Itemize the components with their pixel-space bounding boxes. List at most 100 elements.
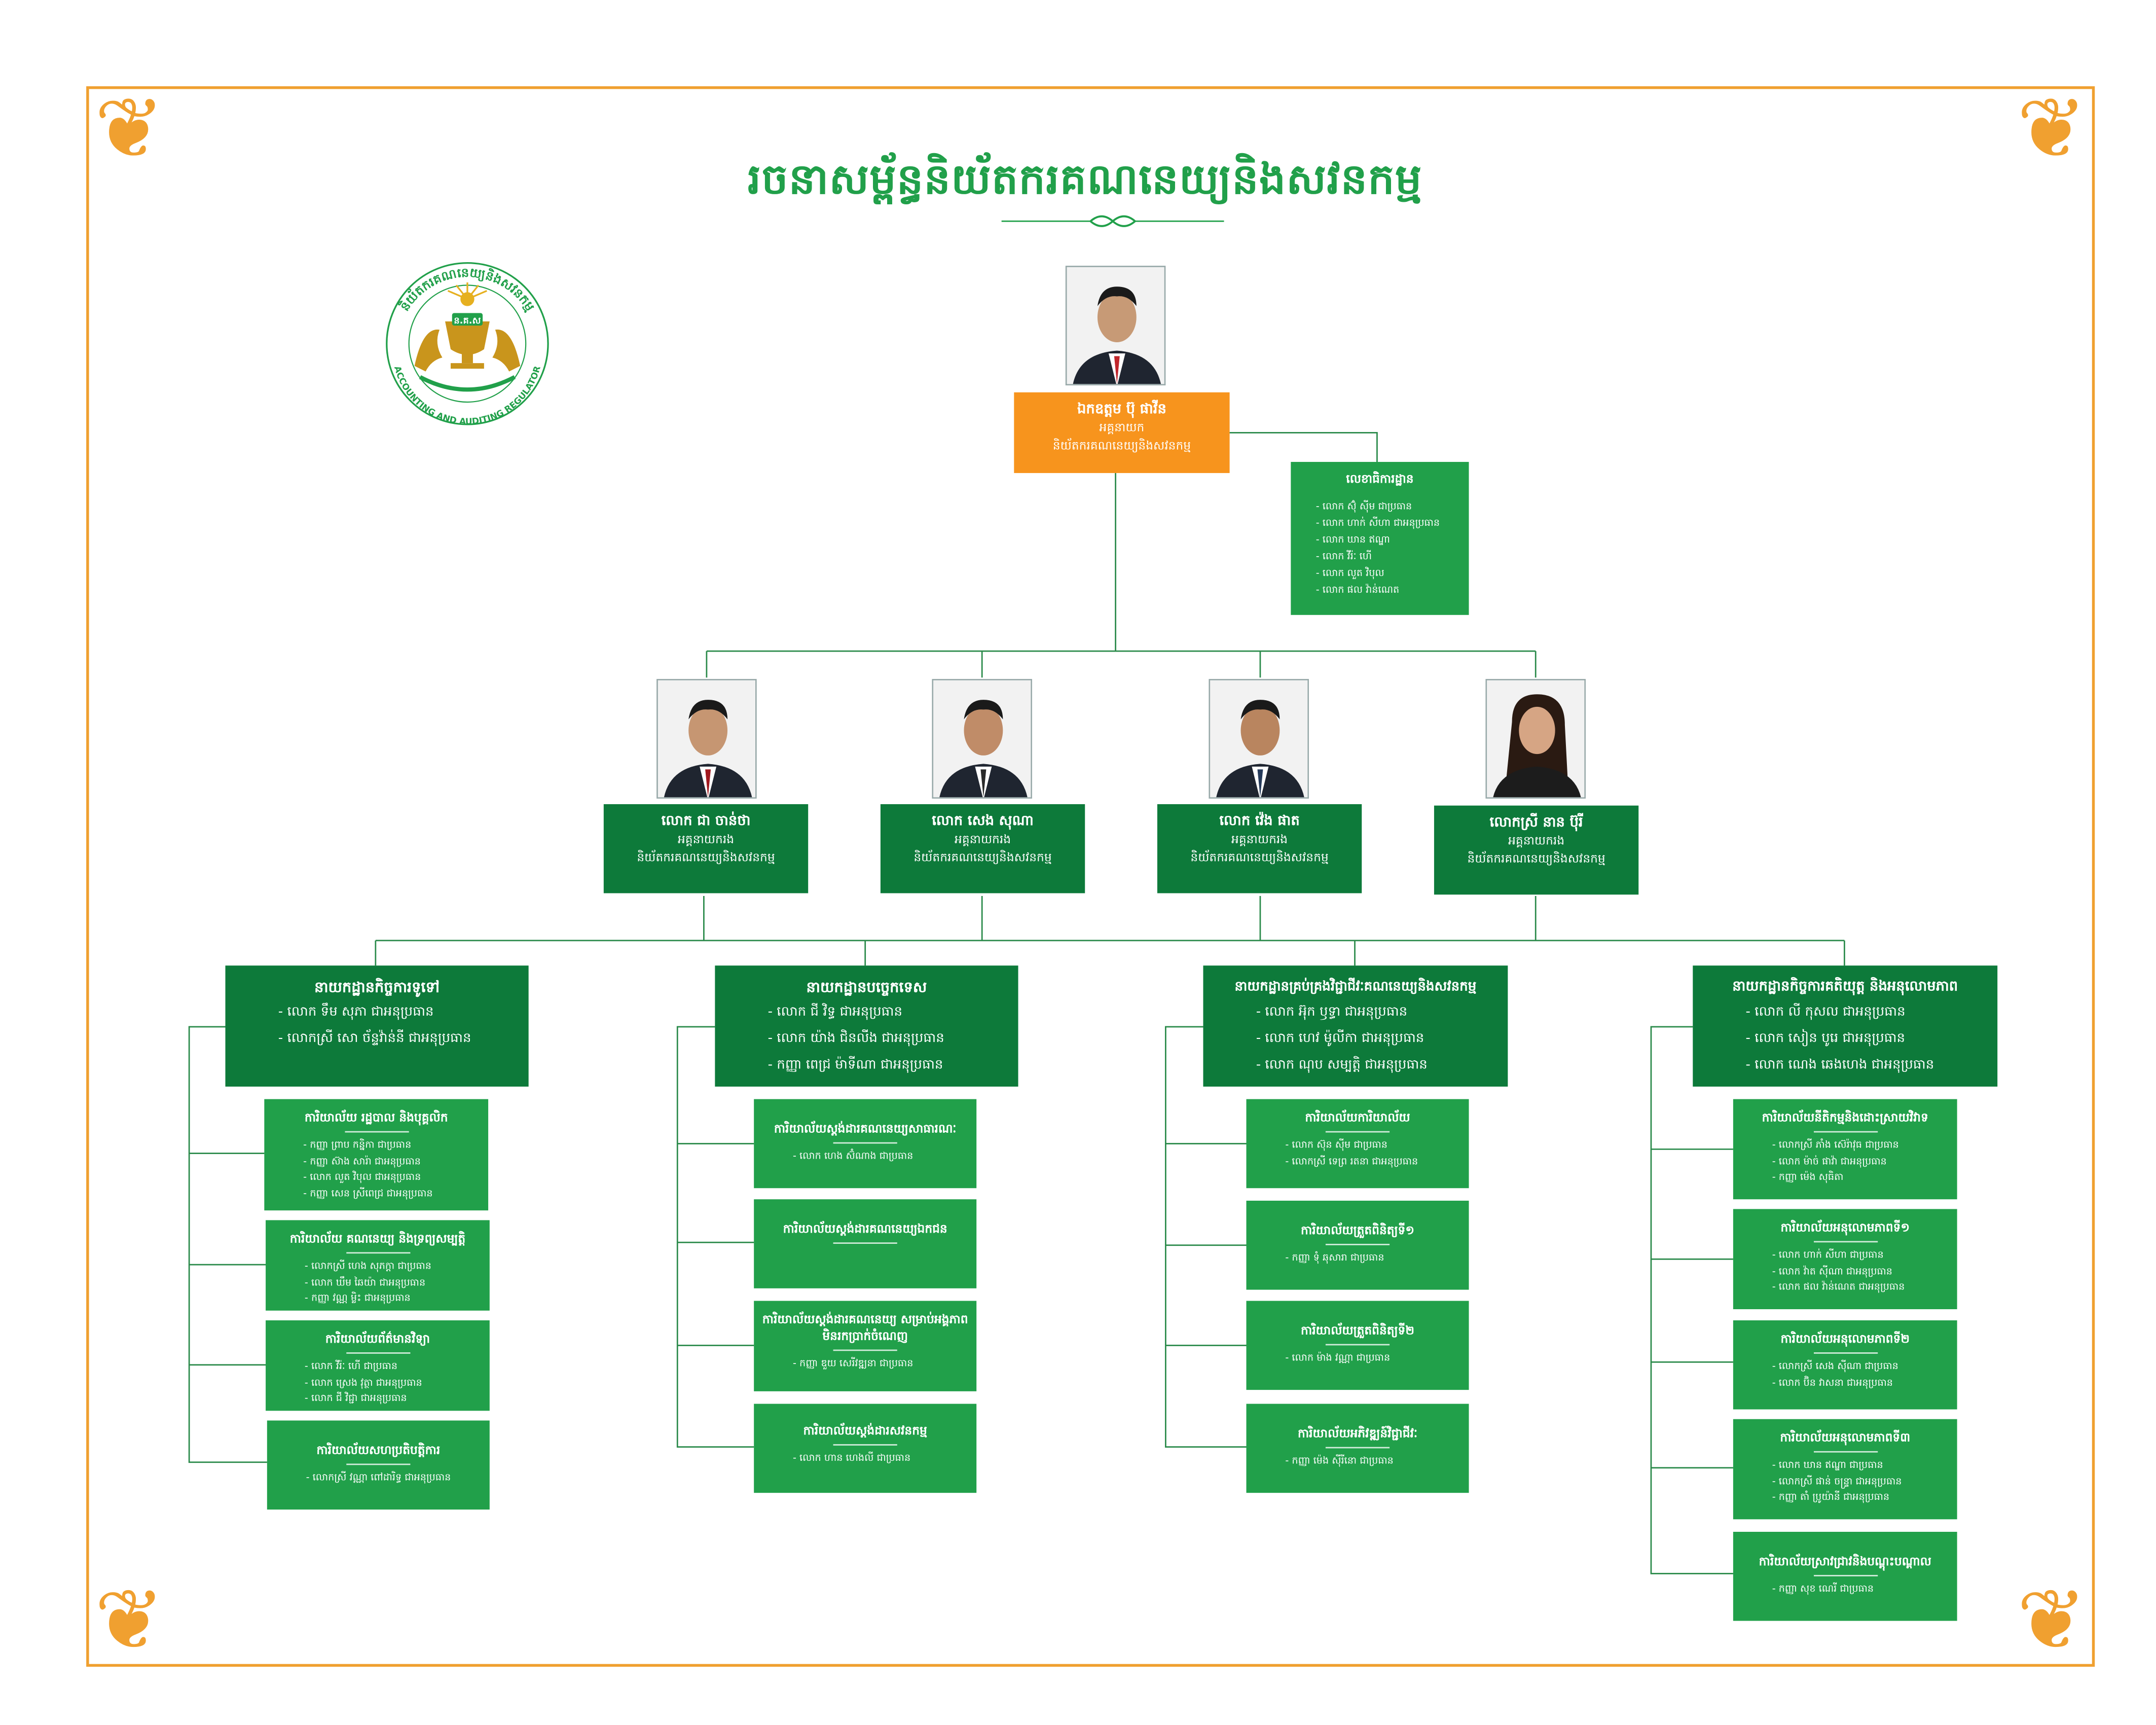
office-title: ការិយាល័យការិយាល័យ bbox=[1305, 1111, 1410, 1126]
office-member: - កញ្ញា ទុំ ឆុសារា ជាប្រធាន bbox=[1285, 1252, 1384, 1264]
office-card: ការិយាល័យសហប្រតិបត្តិការ - លោកស្រី វណ្ណា… bbox=[267, 1420, 490, 1510]
office-member: - លោកស្រី ទេព្រ រតនា ជាអនុប្រធាន bbox=[1285, 1155, 1418, 1167]
office-title: ការិយាល័យ គណនេយ្យ និងទ្រព្យសម្បត្តិ bbox=[289, 1233, 466, 1247]
secretariat-member: - លោក លួត វិបុល bbox=[1315, 567, 1384, 579]
office-card: ការិយាល័យស្តង់ដារគណនេយ្យសាធារណៈ - លោក ហេ… bbox=[754, 1099, 977, 1189]
office-member: - លោក វ៉ាត ស៊ីណា ជាអនុប្រធាន bbox=[1772, 1265, 1893, 1277]
office-card: ការិយាល័យអនុលោមភាពទី១ - លោក ហាក់ សីហា ជា… bbox=[1733, 1209, 1957, 1309]
lion-right-icon bbox=[492, 329, 521, 372]
office-card: ការិយាល័យត្រួតពិនិត្យទី២ - លោក ម៉ាង វណ្ណ… bbox=[1246, 1301, 1469, 1390]
secretariat-member: - លោក ស៊ុំ ស៊ីម ជាប្រធាន bbox=[1315, 500, 1412, 512]
deputy-photo bbox=[932, 679, 1032, 799]
person-portrait-icon bbox=[1487, 680, 1585, 798]
office-member: - លោក ស្រេង វុត្ថា ជាអនុប្រធាន bbox=[304, 1377, 422, 1388]
office-member: - លោក ប៊ិន វាសនា ជាអនុប្រធាន bbox=[1772, 1377, 1893, 1388]
lion-left-icon bbox=[414, 329, 443, 372]
office-card: ការិយាល័យអនុលោមភាពទី២ - លោកស្រី សេង ស៊ីណ… bbox=[1733, 1320, 1957, 1410]
deputy-role: អគ្គនាយករង bbox=[677, 833, 735, 848]
office-title: ការិយាល័យស្រាវជ្រាវនិងបណ្តុះបណ្តាល bbox=[1759, 1555, 1931, 1570]
office-title: ការិយាល័យស្តង់ដារគណនេយ្យសាធារណៈ bbox=[774, 1123, 957, 1137]
secretariat-member: - លោក ហាក់ សីហា ជាអនុប្រធាន bbox=[1315, 517, 1440, 529]
deputy-photo bbox=[1209, 679, 1309, 799]
secretariat-member: - លោក វីរ៉ៈ ហេី bbox=[1315, 551, 1372, 562]
person-portrait-icon bbox=[933, 680, 1031, 798]
office-member: - កញ្ញា ព្រាប កន្និកា ជាប្រធាន bbox=[303, 1139, 412, 1151]
corner-ornament-icon: ❦ bbox=[94, 81, 165, 178]
office-member: - លោក ហាក់ សីហា ជាប្រធាន bbox=[1772, 1249, 1884, 1261]
deputy-org: និយ័តករគណនេយ្យនិងសវនកម្ម bbox=[1467, 852, 1605, 867]
department-member: - លោកស្រី សោ ច័ន្ទវ៉ាន់នី ជាអនុប្រធាន bbox=[278, 1031, 471, 1047]
office-title: ការិយាល័យនីតិកម្មនិងដោះស្រាយវិវាទ bbox=[1762, 1111, 1928, 1126]
office-title: ការិយាល័យអនុលោមភាពទី២ bbox=[1780, 1333, 1910, 1347]
department-title: នាយកដ្ឋានកិច្ចការគតិយុត្ត និងអនុលោមភាព bbox=[1732, 979, 1958, 995]
corner-ornament-icon: ❦ bbox=[2017, 1572, 2087, 1670]
deputy-org: និយ័តករគណនេយ្យនិងសវនកម្ម bbox=[913, 851, 1052, 866]
department-card: នាយកដ្ឋានបច្ចេកទេស - លោក ជី វិទ្ធ ជាអនុប… bbox=[715, 965, 1018, 1087]
office-member: - កញ្ញា តាំ ប្រូយ៉ានី ជាអនុប្រធាន bbox=[1772, 1491, 1890, 1503]
office-member: - លោក ផល វ៉ាន់ណេត ជាអនុប្រធាន bbox=[1772, 1281, 1905, 1293]
secretariat-member: - លោក ឃាន ឥណ្ឌា bbox=[1315, 534, 1390, 546]
head-org: និយ័តករគណនេយ្យនិងសវនកម្ម bbox=[1052, 440, 1191, 454]
office-card: ការិយាល័យ គណនេយ្យ និងទ្រព្យសម្បត្តិ - លោ… bbox=[266, 1220, 490, 1311]
office-title: ការិយាល័យសហប្រតិបត្តិការ bbox=[316, 1444, 441, 1458]
office-member: - លោកស្រី ហេង សុភក្តា ជាប្រធាន bbox=[304, 1260, 431, 1272]
office-member: - លោក ឃឹម ឆៃយ៉ា ជាអនុប្រធាន bbox=[304, 1276, 426, 1288]
person-portrait-icon bbox=[1067, 267, 1164, 384]
office-card: ការិយាល័យការិយាល័យ - លោក ស៊ុន ស៊ីម ជាប្រ… bbox=[1246, 1099, 1469, 1189]
deputy-org: និយ័តករគណនេយ្យនិងសវនកម្ម bbox=[1190, 851, 1329, 866]
corner-ornament-icon: ❦ bbox=[94, 1572, 165, 1670]
department-member: - លោក អ៊ុក ឫទ្ធា ជាអនុប្រធាន bbox=[1256, 1004, 1408, 1020]
office-title: ការិយាល័យស្តង់ដារគណនេយ្យ សម្រាប់អង្គភាពម… bbox=[762, 1313, 968, 1344]
office-card: ការិយាល័យ រដ្ឋបាល និងបុគ្គលិក - កញ្ញា ព្… bbox=[264, 1099, 489, 1211]
head-name: ឯកឧត្តម ប៊ុ ផាវីន bbox=[1077, 402, 1166, 418]
sun-icon bbox=[460, 292, 474, 306]
deputy-photo bbox=[1485, 679, 1586, 799]
person-portrait-icon bbox=[657, 680, 755, 798]
office-title: ការិយាល័យអនុលោមភាពទី៣ bbox=[1780, 1431, 1911, 1446]
page-title: រចនាសម្ព័ន្ធនិយ័តករគណនេយ្យនិងសវនកម្ម bbox=[747, 156, 1422, 205]
office-member: - លោកស្រី សេង ស៊ីណា ជាប្រធាន bbox=[1772, 1360, 1898, 1372]
department-member: - លោក យ៉ាង ជិនលីង ជាអនុប្រធាន bbox=[768, 1031, 944, 1047]
office-card: ការិយាល័យស្រាវជ្រាវនិងបណ្តុះបណ្តាល - កញ្… bbox=[1733, 1532, 1957, 1621]
secretariat-card: លេខាធិការដ្ឋាន - លោក ស៊ុំ ស៊ីម ជាប្រធាន … bbox=[1291, 461, 1469, 615]
office-title: ការិយាល័យ រដ្ឋបាល និងបុគ្គលិក bbox=[304, 1111, 448, 1126]
deputy-role: អគ្គនាយករង bbox=[1508, 835, 1565, 849]
office-member: - លោក ហាន ហេងលី ជាប្រធាន bbox=[793, 1452, 911, 1464]
office-card: ការិយាល័យស្តង់ដារគណនេយ្យឯកជន bbox=[754, 1199, 977, 1288]
office-card: ការិយាល័យអភិវឌ្ឍន៍វិជ្ជាជីវៈ - កញ្ញា ម៉េ… bbox=[1246, 1404, 1469, 1493]
department-card: នាយកដ្ឋានកិច្ចការគតិយុត្ត និងអនុលោមភាព -… bbox=[1693, 965, 1998, 1087]
decorative-frame bbox=[86, 86, 2095, 1667]
head-role: អគ្គនាយក bbox=[1099, 421, 1145, 436]
office-card: ការិយាល័យអនុលោមភាពទី៣ - លោក ឃាន ឥណ្ឌា ជា… bbox=[1733, 1419, 1957, 1520]
office-title: ការិយាល័យត្រួតពិនិត្យទី១ bbox=[1300, 1224, 1415, 1239]
logo-center-text: ន.គ.ស bbox=[454, 315, 481, 326]
deputy-card: លោក សេង សុណា អគ្គនាយករង និយ័តករគណនេយ្យនិ… bbox=[880, 804, 1085, 893]
title-ornament-icon bbox=[1001, 215, 1224, 227]
office-member: - លោក ជី វិជ្ជា ជាអនុប្រធាន bbox=[304, 1392, 407, 1404]
chalice-icon bbox=[445, 321, 490, 355]
office-card: ការិយាល័យស្តង់ដារគណនេយ្យ សម្រាប់អង្គភាពម… bbox=[754, 1301, 977, 1391]
office-member: - លោក ម៉ាង វណ្ណា ជាប្រធាន bbox=[1285, 1352, 1391, 1363]
office-title: ការិយាល័យស្តង់ដារគណនេយ្យឯកជន bbox=[783, 1223, 947, 1237]
office-card: ការិយាល័យនីតិកម្មនិងដោះស្រាយវិវាទ - លោកស… bbox=[1733, 1099, 1957, 1200]
office-member: - លោក ស៊ុន ស៊ីម ជាប្រធាន bbox=[1285, 1139, 1388, 1151]
department-member: - កញ្ញា ពេជ្រ ម៉ាទីណា ជាអនុប្រធាន bbox=[768, 1057, 943, 1073]
deputy-role: អគ្គនាយករង bbox=[1231, 833, 1288, 848]
department-title: នាយកដ្ឋានបច្ចេកទេស bbox=[806, 979, 927, 996]
office-title: ការិយាល័យអនុលោមភាពទី១ bbox=[1780, 1221, 1910, 1236]
office-member: - កញ្ញា ស៊ាង សារ៉ា ជាអនុប្រធាន bbox=[303, 1155, 421, 1167]
department-member: - លោក ទឹម សុភា ជាអនុប្រធាន bbox=[278, 1004, 434, 1020]
deputy-name: លោក សេង សុណា bbox=[932, 814, 1034, 830]
office-title: ការិយាល័យស្តង់ដារសវនកម្ម bbox=[803, 1424, 927, 1439]
department-member: - លោក ជី វិទ្ធ ជាអនុប្រធាន bbox=[768, 1004, 903, 1020]
office-title: ការិយាល័យត្រួតពិនិត្យទី២ bbox=[1300, 1324, 1415, 1339]
office-member: - លោក ឃាន ឥណ្ឌា ជាប្រធាន bbox=[1772, 1459, 1883, 1471]
office-member: - លោក ម៉ាច់ ផាវ៉ា ជាអនុប្រធាន bbox=[1772, 1155, 1887, 1167]
office-member: - កញ្ញា ម៉េង សុធិតា bbox=[1772, 1171, 1844, 1183]
office-member: - លោកស្រី វណ្ណា ពៅដារិទ្ធ ជាអនុប្រធាន bbox=[306, 1472, 451, 1483]
office-member: - លោក ហេង ស៊ំណាង ជាប្រធាន bbox=[793, 1151, 913, 1162]
secretariat-title: លេខាធិការដ្ឋាន bbox=[1346, 473, 1414, 487]
office-card: ការិយាល័យព័ត៌មានវិទ្យា - លោក វីរ៉ៈ ហេី ជ… bbox=[266, 1320, 490, 1411]
deputy-card: លោក ជា ចាន់ថា អគ្គនាយករង និយ័តករគណនេយ្យន… bbox=[603, 804, 809, 893]
